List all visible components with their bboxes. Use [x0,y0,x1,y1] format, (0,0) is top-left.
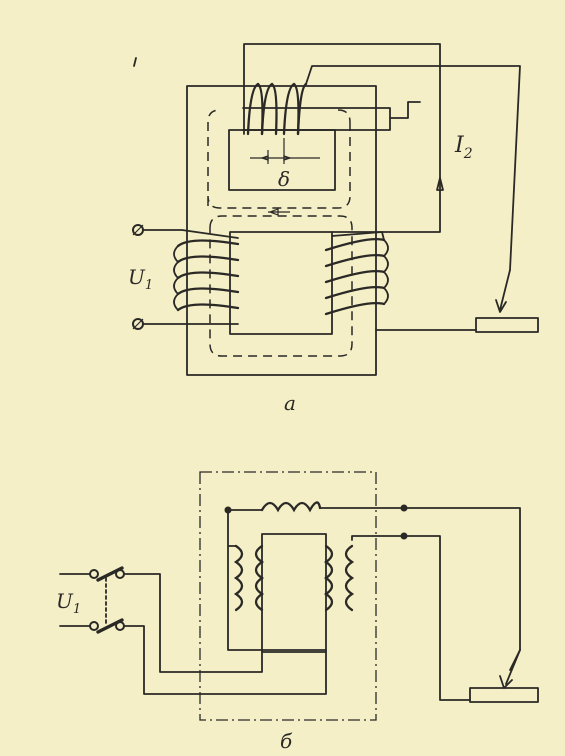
core-b [261,533,327,653]
core-lower-window-a [229,231,333,335]
electrode-tip-a [495,299,507,313]
series-inductor-b [260,501,322,513]
secondary-coil-b [323,544,334,612]
voltage-label-b: U1 [56,589,81,617]
junction-1 [224,506,232,514]
magnetic-shunt [242,107,391,131]
caption-a: a [284,391,296,415]
gap-arrow-left [260,155,269,161]
current-arrow [436,177,444,191]
primary-coil-b2 [254,544,265,612]
switch-b [59,566,125,634]
junction-2 [400,504,408,512]
primary-coil-a [137,229,240,325]
electrode-b [505,649,521,685]
secondary-coil-a [324,231,477,331]
workpiece-a [475,317,539,333]
primary-coil-b [233,544,244,612]
electrode-tip-b [499,675,513,689]
current-label: I2 [454,133,473,162]
electrode-a [499,269,511,311]
wire-primary-b2 [123,625,327,695]
secondary-coil-b2 [344,544,355,612]
wire-primary-b [123,573,263,673]
diagram-b: U1 б [56,471,539,753]
voltage-label-a: U1 [128,265,153,293]
gap-arrow-right [283,155,292,161]
top-coil [243,43,521,271]
wire-right-b [351,535,471,701]
caption-b: б [280,729,293,753]
flux-path-upper [207,109,351,209]
junction-3 [400,532,408,540]
flux-arrow [268,208,290,216]
shunt-handle [389,101,421,119]
flux-path-lower [209,215,353,357]
gap-label: δ [278,167,290,191]
wire-left-b [227,509,327,651]
workpiece-b [469,687,539,703]
stray-mark [133,57,137,67]
enclosure-b [199,471,377,721]
diagram-a: δ I2 [128,43,539,415]
wire-top-b [227,507,521,671]
